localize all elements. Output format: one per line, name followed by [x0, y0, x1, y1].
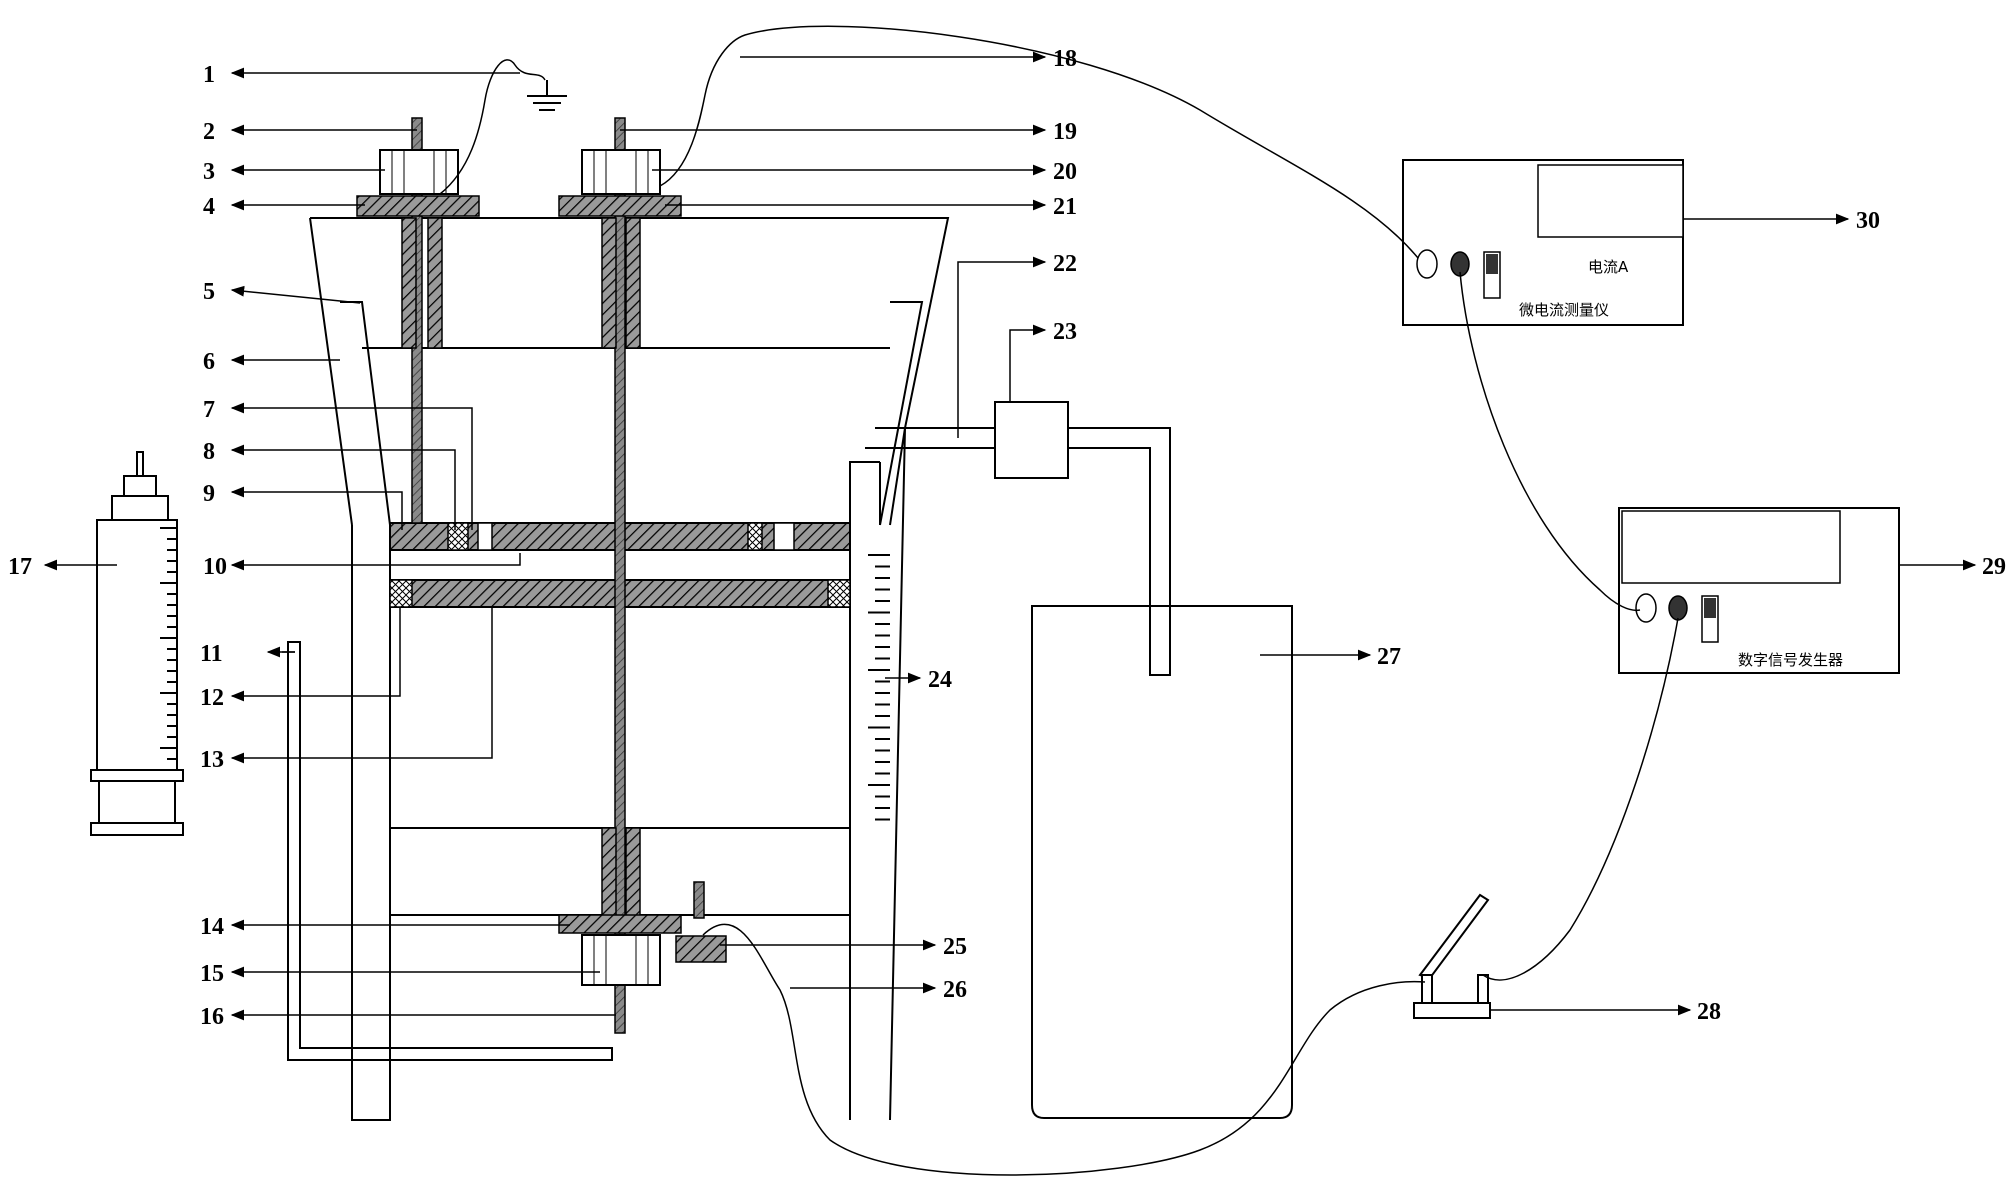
label-6: 6 — [203, 349, 215, 375]
label-17: 17 — [8, 554, 32, 580]
ammeter-switch-knob — [1486, 254, 1498, 274]
inner-wall-right — [880, 302, 922, 525]
porous-insert — [448, 523, 468, 550]
label-29: 29 — [1982, 554, 2006, 580]
microammeter-name: 微电流测量仪 — [1519, 301, 1609, 319]
collection-bottle — [1032, 606, 1292, 1118]
generator-screen — [1622, 511, 1840, 583]
microammeter: 电流A 微电流测量仪 — [1403, 160, 1683, 325]
label-20: 20 — [1053, 159, 1077, 185]
label-18: 18 — [1053, 46, 1077, 72]
microammeter-screen — [1538, 165, 1683, 237]
microammeter-display-text: 电流A — [1588, 258, 1629, 276]
label-16: 16 — [200, 1004, 224, 1030]
valve-body — [676, 936, 726, 962]
syringe — [91, 452, 183, 835]
label-19: 19 — [1053, 119, 1077, 145]
porous-gap-right — [774, 523, 794, 550]
tube-11 — [288, 642, 612, 1060]
label-13: 13 — [200, 747, 224, 773]
tube-22 — [865, 428, 995, 448]
label-7: 7 — [203, 397, 215, 423]
bottom-sleeve-a — [602, 828, 616, 916]
label-23: 23 — [1053, 319, 1077, 345]
central-sleeve-a — [602, 218, 616, 348]
label-22: 22 — [1053, 251, 1077, 277]
porous-gap — [478, 523, 492, 550]
label-12: 12 — [200, 685, 224, 711]
label-21: 21 — [1053, 194, 1077, 220]
label-11: 11 — [200, 641, 223, 667]
label-5: 5 — [203, 279, 215, 305]
label-24: 24 — [928, 667, 952, 693]
left-flange — [357, 196, 479, 216]
label-27: 27 — [1377, 644, 1401, 670]
seal-left — [390, 580, 412, 607]
ammeter-port-1[interactable] — [1417, 250, 1437, 278]
bottom-flange — [559, 915, 681, 933]
porous-insert-right — [748, 523, 762, 550]
label-25: 25 — [943, 934, 967, 960]
label-4: 4 — [203, 194, 215, 220]
label-9: 9 — [203, 481, 215, 507]
filter-box — [995, 402, 1068, 478]
seal-right — [828, 580, 850, 607]
left-sleeve-a — [402, 218, 416, 348]
label-1: 1 — [203, 62, 215, 88]
wire-to-ammeter — [660, 26, 1418, 258]
wire-valve-to-switch — [703, 924, 1425, 1175]
left-sleeve-b — [428, 218, 442, 348]
central-sleeve-b — [626, 218, 640, 348]
label-2: 2 — [203, 119, 215, 145]
label-28: 28 — [1697, 999, 1721, 1025]
generator-switch-knob — [1704, 598, 1716, 618]
signal-generator-name: 数字信号发生器 — [1738, 651, 1843, 669]
label-15: 15 — [200, 961, 224, 987]
label-26: 26 — [943, 977, 967, 1003]
foot-switch[interactable] — [1414, 895, 1490, 1018]
label-8: 8 — [203, 439, 215, 465]
label-14: 14 — [200, 914, 224, 940]
label-30: 30 — [1856, 208, 1880, 234]
ground-icon — [527, 80, 567, 110]
generator-port-2[interactable] — [1669, 596, 1687, 620]
bottom-sleeve-b — [626, 828, 640, 916]
tube-to-bottle — [1068, 428, 1170, 675]
signal-generator: 数字信号发生器 — [1619, 508, 1899, 673]
label-3: 3 — [203, 159, 215, 185]
central-flange — [559, 196, 681, 216]
generator-port-1[interactable] — [1636, 594, 1656, 622]
graduated-scale — [868, 555, 890, 820]
label-10: 10 — [203, 554, 227, 580]
valve-stem — [694, 882, 704, 918]
left-leg — [352, 525, 390, 1120]
